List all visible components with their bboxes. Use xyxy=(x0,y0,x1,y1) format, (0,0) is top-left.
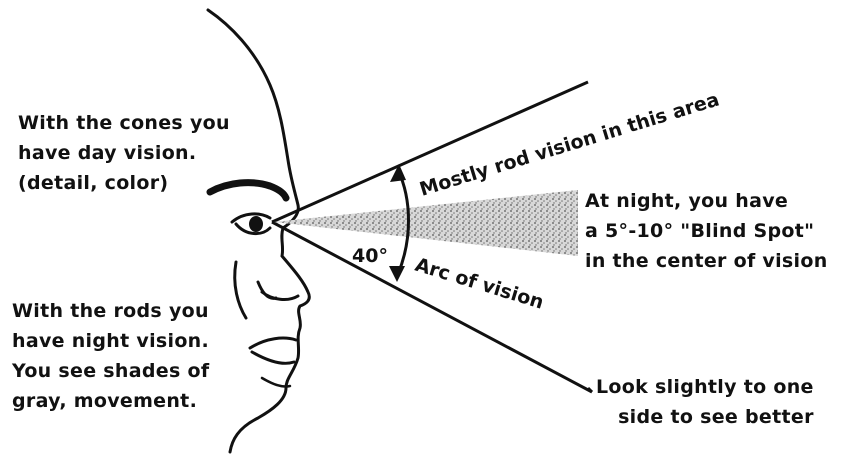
look-note-line: side to see better xyxy=(596,402,814,432)
cones-note-line: With the cones you xyxy=(18,108,230,138)
nostril xyxy=(258,282,298,299)
cheek-line xyxy=(235,262,246,318)
mouth xyxy=(250,338,296,363)
arc-arrow-up xyxy=(390,164,406,182)
night-note-line: a 5°-10° "Blind Spot" xyxy=(585,216,828,246)
rods-note-line: With the rods you xyxy=(12,296,209,326)
look-note-line: Look slightly to one xyxy=(596,372,814,402)
arc-of-vision-label: Arc of vision xyxy=(413,254,547,314)
angle-label: 40° xyxy=(352,245,388,267)
cones-note-line: have day vision. xyxy=(18,138,230,168)
arc-arrow-down xyxy=(389,266,405,282)
night-note-line: in the center of vision xyxy=(585,246,828,276)
rods-note-line: have night vision. xyxy=(12,326,209,356)
eye-pupil xyxy=(249,216,263,232)
rods-note-line: gray, movement. xyxy=(12,386,209,416)
look-aside-note: Look slightly to one side to see better xyxy=(596,372,814,432)
night-note-line: At night, you have xyxy=(585,186,828,216)
night-blind-spot-note: At night, you have a 5°-10° "Blind Spot"… xyxy=(585,186,828,276)
cones-note: With the cones you have day vision. (det… xyxy=(18,108,230,198)
rods-note: With the rods you have night vision. You… xyxy=(12,296,209,416)
rods-note-line: You see shades of xyxy=(12,356,209,386)
rod-area-label: Mostly rod vision in this area xyxy=(417,89,722,201)
cones-note-line: (detail, color) xyxy=(18,168,230,198)
